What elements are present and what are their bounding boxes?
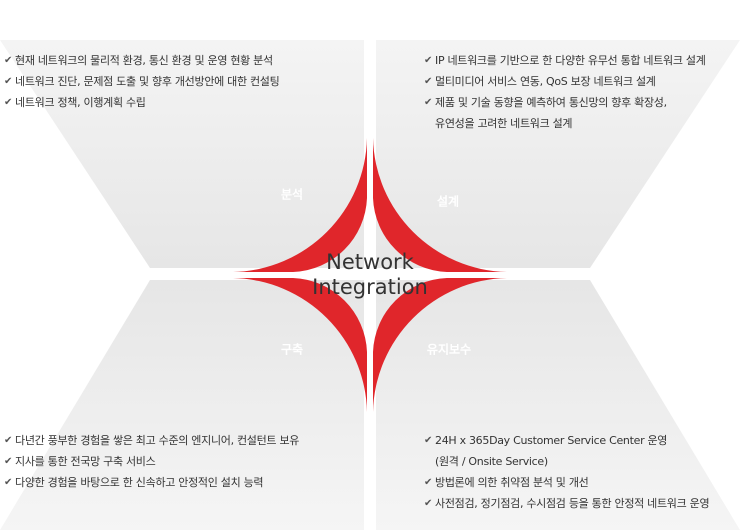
- process-ring: [233, 138, 507, 412]
- list-item: ✔IP 네트워크를 기반으로 한 다양한 유무선 통합 네트워크 설계: [424, 50, 706, 71]
- check-icon: ✔: [424, 435, 433, 446]
- list-item-text: IP 네트워크를 기반으로 한 다양한 유무선 통합 네트워크 설계: [435, 54, 706, 67]
- center-title-line2: Integration: [312, 275, 428, 299]
- list-item: ✔다양한 경험을 바탕으로 한 신속하고 안정적인 설치 능력: [4, 472, 299, 493]
- panel-top-left-bg: [0, 40, 364, 268]
- list-item-text: 지사를 통한 전국망 구축 서비스: [15, 455, 156, 468]
- list-item: ✔네트워크 진단, 문제점 도출 및 향후 개선방안에 대한 컨설팅: [4, 71, 280, 92]
- list-item-text: 사전점검, 정기점검, 수시점검 등을 통한 안정적 네트워크 운영: [435, 497, 710, 510]
- list-item: ✔사전점검, 정기점검, 수시점검 등을 통한 안정적 네트워크 운영: [424, 493, 710, 514]
- analysis-details-list: ✔현재 네트워크의 물리적 환경, 통신 환경 및 운영 현황 분석✔네트워크 …: [4, 50, 280, 113]
- center-title: Network Integration: [312, 250, 428, 300]
- ring-segment-maintenance: [373, 278, 507, 412]
- list-item: ✔네트워크 정책, 이행계획 수립: [4, 92, 279, 113]
- segment-label-design: 설계: [436, 194, 460, 209]
- list-item-text: (원격 / Onsite Service): [435, 455, 548, 468]
- list-item: ✔다년간 풍부한 경험을 쌓은 최고 수준의 엔지니어, 컨설턴트 보유: [4, 430, 299, 451]
- list-item-text: 제품 및 기술 동향을 예측하여 통신망의 향후 확장성,: [435, 96, 667, 109]
- list-item: ✔방법론에 의한 취약점 분석 및 개선: [424, 472, 709, 493]
- check-icon: ✔: [4, 55, 13, 66]
- check-icon: ✔: [4, 456, 13, 467]
- panel-bottom-right-bg: [376, 280, 740, 530]
- segment-label-analysis: 분석: [280, 187, 304, 202]
- list-item: ✔멀티미디어 서비스 연동, QoS 보장 네트워크 설계: [424, 71, 706, 92]
- check-icon: ✔: [424, 477, 433, 488]
- list-item-text: 네트워크 진단, 문제점 도출 및 향후 개선방안에 대한 컨설팅: [15, 75, 280, 88]
- list-item: ✔지사를 통한 전국망 구축 서비스: [4, 451, 299, 472]
- list-item-text: 다양한 경험을 바탕으로 한 신속하고 안정적인 설치 능력: [15, 476, 264, 489]
- check-icon: ✔: [4, 477, 13, 488]
- check-icon: ✔: [4, 76, 13, 87]
- segment-label-maintenance: 유지보수: [426, 342, 472, 357]
- list-item-text: 현재 네트워크의 물리적 환경, 통신 환경 및 운영 현황 분석: [15, 54, 273, 67]
- panel-bottom-left-bg: [0, 280, 364, 530]
- ring-segment-analysis: [233, 138, 367, 272]
- list-item: ✔제품 및 기술 동향을 예측하여 통신망의 향후 확장성, 유연성을 고려한 네…: [424, 92, 706, 134]
- center-title-line1: Network: [326, 250, 414, 274]
- panel-top-right-bg: [376, 40, 740, 268]
- check-icon: ✔: [424, 97, 433, 108]
- ring-segment-design: [373, 138, 507, 272]
- segment-label-build: 구축: [280, 342, 304, 357]
- list-item-text: 방법론에 의한 취약점 분석 및 개선: [435, 476, 589, 489]
- check-icon: ✔: [4, 97, 13, 108]
- design-details-list: ✔IP 네트워크를 기반으로 한 다양한 유무선 통합 네트워크 설계✔멀티미디…: [424, 50, 706, 134]
- check-icon: ✔: [4, 435, 13, 446]
- list-item-text: 네트워크 정책, 이행계획 수립: [15, 96, 146, 109]
- list-item-text: 다년간 풍부한 경험을 쌓은 최고 수준의 엔지니어, 컨설턴트 보유: [15, 434, 300, 447]
- maintenance-details-list: ✔24H x 365Day Customer Service Center 운영…: [424, 430, 710, 514]
- list-item: ✔현재 네트워크의 물리적 환경, 통신 환경 및 운영 현황 분석: [4, 50, 279, 71]
- list-item-text: 24H x 365Day Customer Service Center 운영: [435, 434, 668, 447]
- check-icon: ✔: [424, 76, 433, 87]
- list-item-text: 멀티미디어 서비스 연동, QoS 보장 네트워크 설계: [435, 75, 656, 88]
- ring-segment-build: [233, 278, 367, 412]
- check-icon: ✔: [424, 55, 433, 66]
- list-item-text: 유연성을 고려한 네트워크 설계: [435, 117, 573, 130]
- list-item: ✔24H x 365Day Customer Service Center 운영…: [424, 430, 709, 472]
- build-details-list: ✔다년간 풍부한 경험을 쌓은 최고 수준의 엔지니어, 컨설턴트 보유✔지사를…: [4, 430, 299, 493]
- check-icon: ✔: [424, 498, 433, 509]
